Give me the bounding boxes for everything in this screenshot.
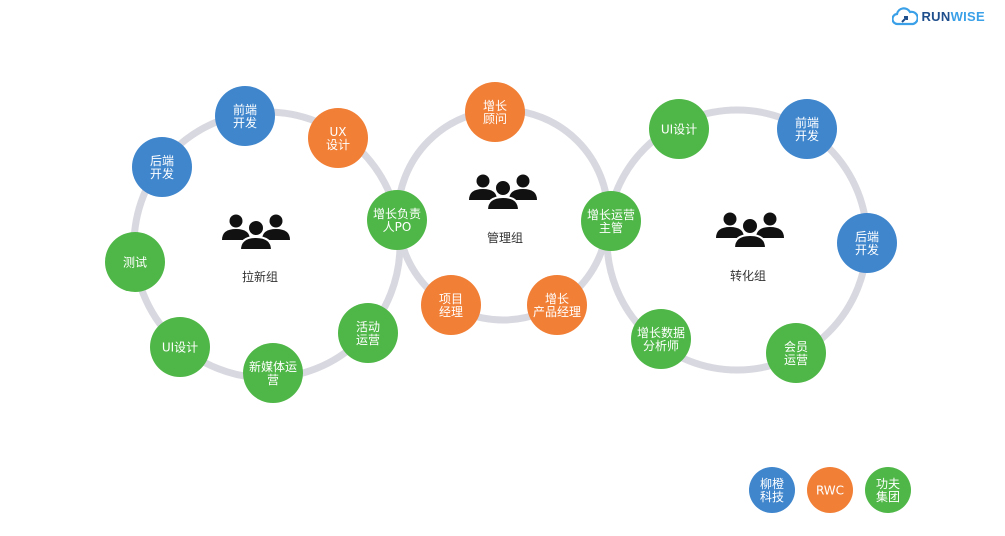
role-node-label: 人PO — [383, 220, 412, 234]
role-node: 测试 — [105, 232, 165, 292]
legend-item-label: 功夫 — [876, 477, 900, 491]
people-group-icon — [469, 174, 537, 211]
role-node-label: UX — [329, 125, 346, 139]
role-node-label: 分析师 — [643, 339, 679, 353]
role-node-circle — [132, 137, 192, 197]
role-node-label: 前端 — [233, 102, 257, 117]
legend-item-label: 科技 — [760, 490, 784, 504]
role-node-label: 测试 — [123, 255, 147, 270]
role-node-label: 前端 — [795, 115, 819, 130]
role-node-circle — [631, 309, 691, 369]
role-node-label: 开发 — [150, 166, 174, 181]
role-node-label: 主管 — [599, 220, 623, 235]
role-node-label: 增长 — [483, 99, 507, 113]
role-node-label: 营 — [267, 373, 279, 387]
role-node: UI设计 — [150, 317, 210, 377]
legend-item-circle — [807, 467, 853, 513]
role-node-label: 增长运营 — [587, 208, 635, 222]
role-node-circle — [837, 213, 897, 273]
legend-item-circle — [865, 467, 911, 513]
role-node-circle — [777, 99, 837, 159]
role-node-label: UI设计 — [661, 123, 697, 137]
role-node-circle — [308, 108, 368, 168]
role-node-label: 后端 — [150, 154, 174, 168]
legend-item-label: 柳橙 — [760, 476, 784, 491]
legend-item: RWC — [807, 467, 853, 513]
role-node-circle — [581, 191, 641, 251]
role-node-label: 活动 — [356, 320, 380, 334]
logo-run-text: RUN — [921, 8, 951, 24]
role-node-circle — [766, 323, 826, 383]
role-node-label: 开发 — [855, 242, 879, 257]
role-node-circle — [338, 303, 398, 363]
people-group-icon — [222, 214, 290, 251]
people-group-icon — [716, 212, 784, 249]
cloud-icon — [892, 7, 919, 26]
role-node-label: 运营 — [784, 353, 808, 367]
group-label: 管理组 — [487, 230, 523, 245]
role-node-circle — [465, 82, 525, 142]
runwise-logo: RUNWISE — [892, 6, 985, 26]
role-node-circle — [421, 275, 481, 335]
role-node-label: 开发 — [233, 115, 257, 130]
role-nodes: 前端开发UX设计后端开发测试UI设计新媒体运营活动运营增长负责人PO增长顾问项目… — [105, 82, 897, 403]
role-node-label: 设计 — [326, 138, 350, 152]
role-node-label: 顾问 — [483, 112, 507, 126]
role-node-label: 会员 — [784, 340, 808, 354]
logo-wise-text: WISE — [950, 8, 985, 24]
role-node-circle — [527, 275, 587, 335]
legend-item-label: RWC — [816, 484, 844, 498]
role-node-label: 运营 — [356, 333, 380, 347]
group-label: 转化组 — [730, 268, 766, 283]
legend-item-label: 集团 — [876, 489, 900, 504]
legend-item-circle — [749, 467, 795, 513]
role-node-circle — [105, 232, 165, 292]
role-node-label: 增长数据 — [637, 325, 685, 340]
role-node-label: UI设计 — [162, 341, 198, 355]
role-node-circle — [215, 86, 275, 146]
role-node-circle — [649, 99, 709, 159]
role-node-label: 新媒体运 — [249, 359, 297, 374]
role-node: UI设计 — [649, 99, 709, 159]
role-node-label: 经理 — [439, 305, 463, 319]
role-node-circle — [150, 317, 210, 377]
role-node-label: 后端 — [855, 230, 879, 244]
role-node-label: 增长负责 — [373, 207, 421, 221]
role-node-label: 产品经理 — [533, 305, 581, 319]
role-node-label: 项目 — [439, 292, 463, 306]
role-node-circle — [367, 190, 427, 250]
group-label: 拉新组 — [242, 269, 278, 284]
role-node-label: 增长 — [545, 292, 569, 306]
role-node-label: 开发 — [795, 128, 819, 143]
role-node-circle — [243, 343, 303, 403]
